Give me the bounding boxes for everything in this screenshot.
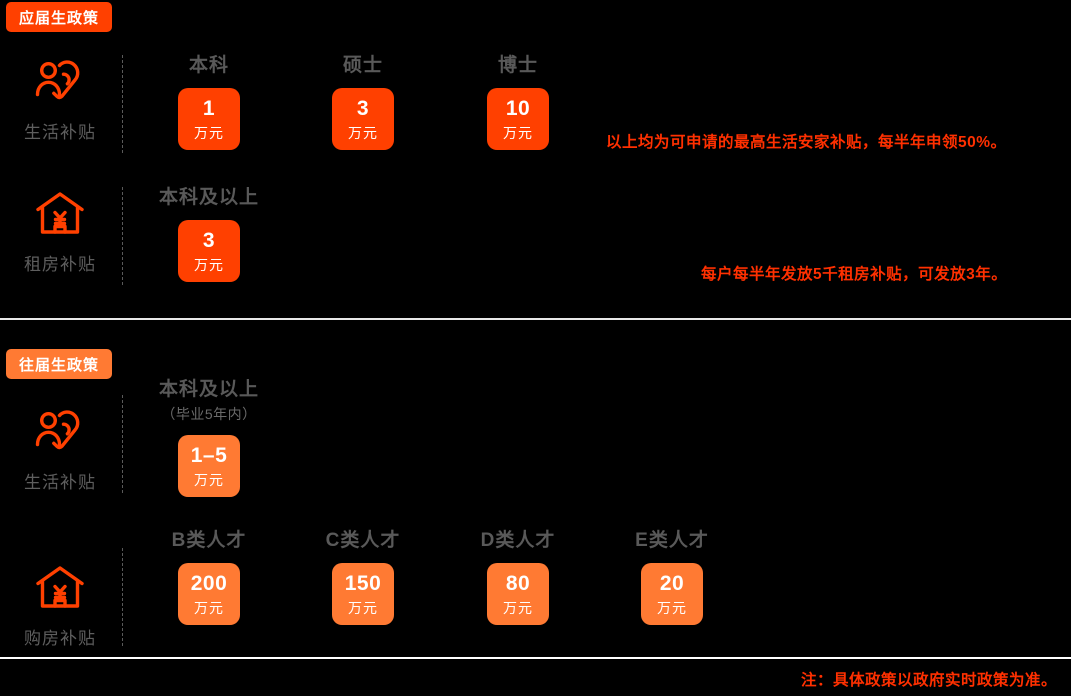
row-label-text: 购房补贴 [24, 629, 96, 648]
amount-cell-talent-b: B类人才 200 万元 [144, 530, 274, 625]
row-divider-dashed-3 [122, 395, 123, 493]
amount-cell-bachelor-above-rent: 本科及以上 3 万元 [144, 187, 274, 282]
degree-label: C类人才 [325, 530, 401, 551]
section-badge-previous-graduate: 往届生政策 [6, 349, 112, 379]
people-heart-icon [31, 56, 89, 106]
row-label-text: 生活补贴 [24, 123, 96, 142]
amount-unit: 万元 [348, 599, 378, 616]
amount-cell-master-living: 硕士 3 万元 [298, 55, 428, 150]
section-badge-fresh-graduate: 应届生政策 [6, 2, 112, 32]
amount-value: 10 [505, 96, 531, 120]
amount-unit: 万元 [194, 256, 224, 273]
amount-chip: 1 万元 [178, 87, 240, 150]
amount-unit: 万元 [194, 124, 224, 141]
section-separator [0, 318, 1071, 320]
degree-label: 本科及以上 [158, 187, 259, 208]
house-yuan-icon [31, 188, 89, 238]
footer-note: 注：具体政策以政府实时政策为准。 [800, 672, 1057, 689]
degree-label: 本科 [188, 55, 229, 76]
degree-label: 本科及以上 [158, 379, 259, 400]
amount-cell-talent-c: C类人才 150 万元 [298, 530, 428, 625]
degree-sublabel: （毕业5年内） [161, 405, 257, 422]
row-label-rent-subsidy: 租房补贴 [0, 188, 120, 275]
amount-unit: 万元 [657, 599, 687, 616]
row-divider-dashed-1 [122, 55, 123, 153]
amount-cell-doctor-living: 博士 10 万元 [453, 55, 583, 150]
row-divider-dashed-4 [122, 548, 123, 646]
amount-unit: 万元 [348, 124, 378, 141]
amount-unit: 万元 [503, 599, 533, 616]
amount-value: 1–5 [190, 443, 228, 467]
amount-value: 200 [190, 571, 228, 595]
house-yuan-icon [31, 562, 89, 612]
note-living-subsidy: 以上均为可申请的最高生活安家补贴，每半年申领50%。 [606, 134, 1007, 151]
row-divider-dashed-2 [122, 187, 123, 285]
row-label-home-purchase-subsidy: 购房补贴 [0, 562, 120, 649]
amount-cell-bachelor-above-living-previous: 本科及以上 （毕业5年内） 1–5 万元 [144, 379, 274, 497]
amount-chip: 3 万元 [178, 219, 240, 282]
amount-chip: 80 万元 [487, 562, 549, 625]
degree-label: D类人才 [480, 530, 556, 551]
row-label-text: 租房补贴 [24, 255, 96, 274]
degree-label: E类人才 [635, 530, 709, 551]
amount-value: 20 [659, 571, 685, 595]
row-label-living-subsidy-fresh: 生活补贴 [0, 56, 120, 143]
amount-chip: 150 万元 [332, 562, 394, 625]
amount-cell-talent-d: D类人才 80 万元 [453, 530, 583, 625]
amount-chip: 3 万元 [332, 87, 394, 150]
amount-cell-bachelor-living: 本科 1 万元 [144, 55, 274, 150]
amount-value: 3 [202, 228, 216, 252]
amount-value: 1 [202, 96, 216, 120]
amount-value: 80 [505, 571, 531, 595]
row-label-living-subsidy-previous: 生活补贴 [0, 406, 120, 493]
amount-chip: 20 万元 [641, 562, 703, 625]
amount-chip: 1–5 万元 [178, 434, 240, 497]
footer-separator [0, 657, 1071, 659]
degree-label: 博士 [497, 55, 538, 76]
amount-unit: 万元 [503, 124, 533, 141]
amount-chip: 200 万元 [178, 562, 240, 625]
amount-value: 150 [344, 571, 382, 595]
degree-label: B类人才 [171, 530, 247, 551]
row-label-text: 生活补贴 [24, 473, 96, 492]
amount-value: 3 [356, 96, 370, 120]
amount-unit: 万元 [194, 471, 224, 488]
amount-cell-talent-e: E类人才 20 万元 [607, 530, 737, 625]
note-rent-subsidy: 每户每半年发放5千租房补贴，可发放3年。 [701, 266, 1008, 283]
amount-chip: 10 万元 [487, 87, 549, 150]
degree-label: 硕士 [342, 55, 383, 76]
people-heart-icon [31, 406, 89, 456]
amount-unit: 万元 [194, 599, 224, 616]
